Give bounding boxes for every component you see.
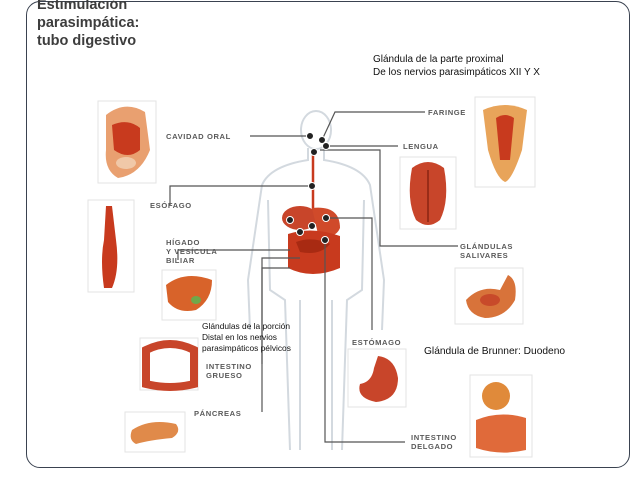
note-brunner: Glándula de Brunner: Duodeno [424,346,566,357]
label-intestino-grueso: INTESTINO GRUESO [206,362,252,380]
pharynx-image [474,96,536,188]
label-esofago: ESÓFAGO [150,201,192,210]
body-silhouette [246,110,386,451]
esophagus-image [87,199,135,293]
liver-image [161,269,217,321]
small-intestine-image [469,374,533,458]
note-proximal: Glándula de la parte proximal De los ner… [373,53,540,79]
label-glandulas-line-1: GLÁNDULAS [460,242,514,251]
label-higado: HÍGADO Y VESÍCULA BILIAR [166,238,217,265]
note-distal-line-2: Distal en los nervios [202,332,277,342]
pancreas-image [124,411,186,453]
label-intestino-grueso-line-2: GRUESO [206,371,243,380]
label-cavidad-oral: CAVIDAD ORAL [166,132,231,141]
stomach-image [347,348,407,408]
note-distal: Glándulas de la porción Distal en los ne… [202,321,291,354]
salivary-glands-image [454,267,524,325]
label-pancreas: PÁNCREAS [194,409,242,418]
label-lengua: LENGUA [403,142,439,151]
slide-frame [26,1,630,468]
connector-lines [169,111,458,443]
label-higado-line-3: BILIAR [166,256,195,265]
note-distal-line-3: parasimpáticos pélvicos [202,343,291,353]
note-distal-line-1: Glándulas de la porción [202,321,290,331]
label-estomago: ESTÓMAGO [352,338,402,347]
title-line-3: tubo digestivo [37,33,137,49]
title-line-2: parasimpática: [37,15,140,31]
slide-title: Estimulación parasimpática: tubo digesti… [37,0,187,50]
label-higado-line-1: HÍGADO [166,238,200,247]
label-intestino-delgado-line-2: DELGADO [411,442,454,451]
label-higado-line-2: Y VESÍCULA [166,247,218,256]
note-proximal-line-1: Glándula de la parte proximal [373,54,504,65]
body-organs [282,150,340,274]
title-line-1: Estimulación [37,0,128,13]
label-intestino-grueso-line-1: INTESTINO [206,362,252,371]
oral-cavity-image [97,100,157,184]
label-faringe: FARINGE [428,108,466,117]
label-glandulas-salivares: GLÁNDULAS SALIVARES [460,242,513,260]
note-proximal-line-2: De los nervios parasimpáticos XII Y X [373,67,540,78]
label-intestino-delgado: INTESTINO DELGADO [411,433,457,451]
large-intestine-image [139,337,199,391]
label-glandulas-line-2: SALIVARES [460,251,509,260]
label-intestino-delgado-line-1: INTESTINO [411,433,457,442]
tongue-image [399,156,457,230]
ganglion-dots [286,132,330,244]
